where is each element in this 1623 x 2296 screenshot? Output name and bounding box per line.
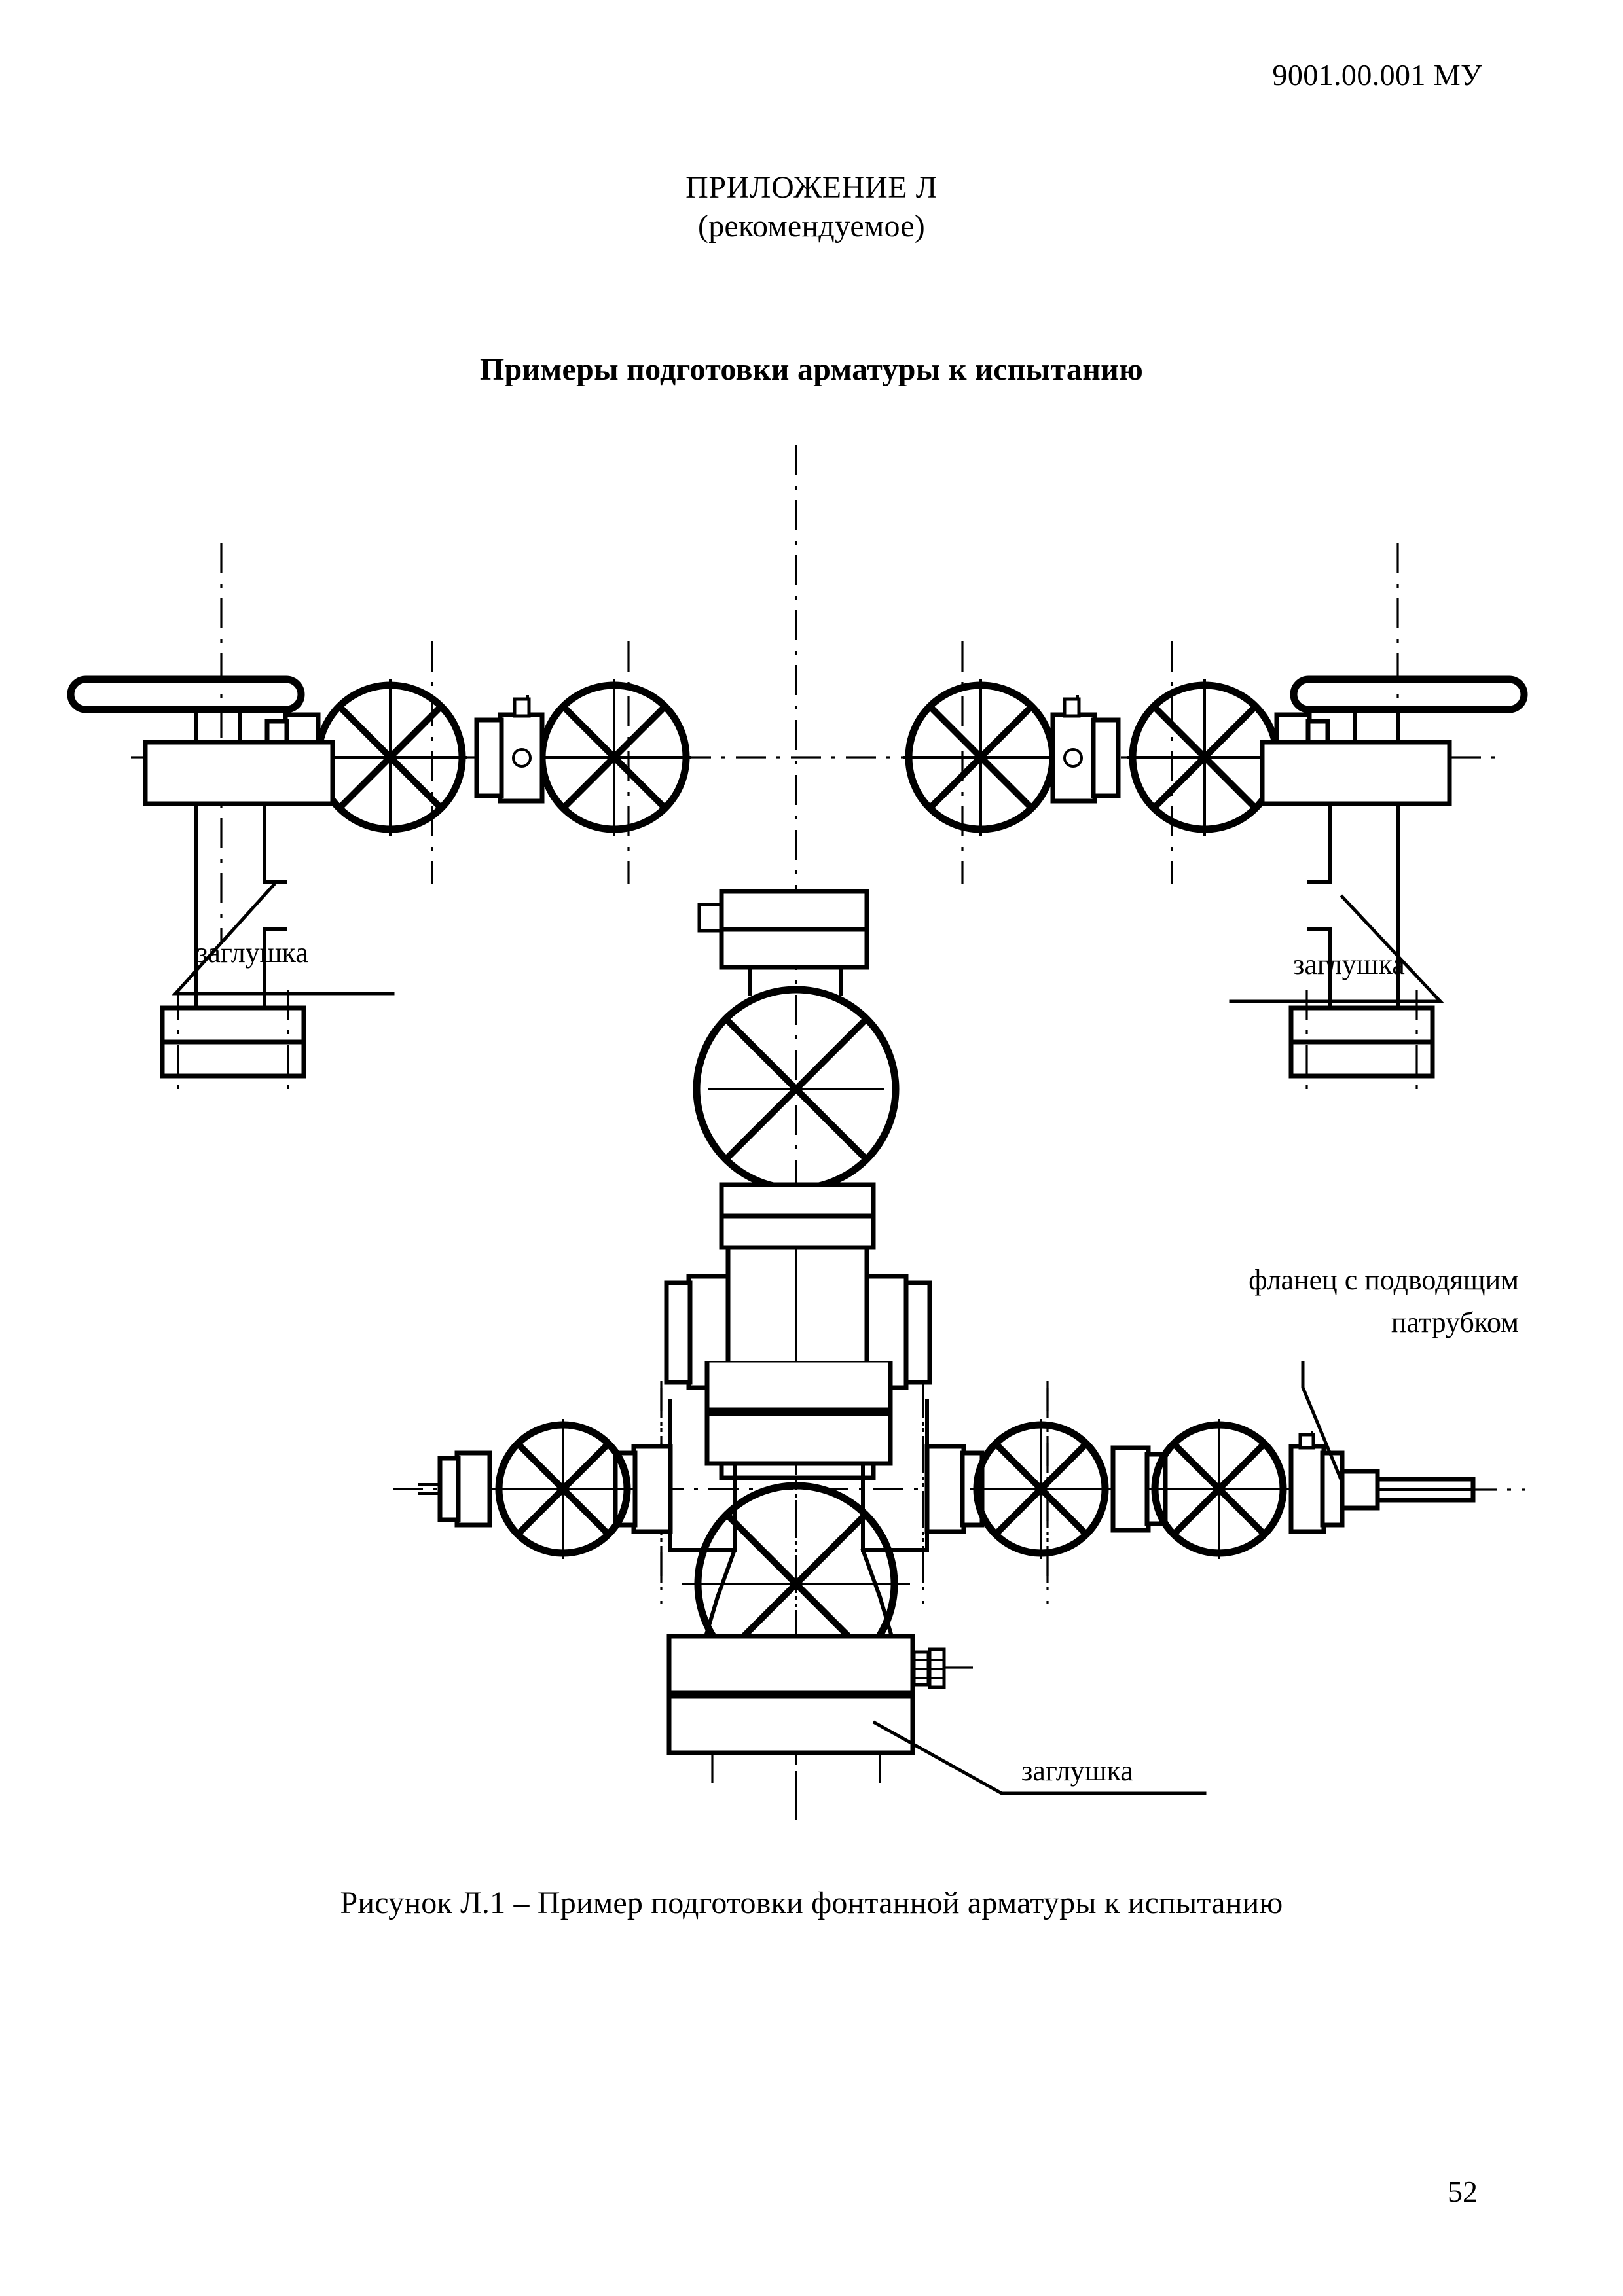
appendix-subtitle: (рекомендуемое)	[698, 208, 925, 243]
lower-right-branch	[924, 1419, 1525, 1559]
appendix-heading-block: ПРИЛОЖЕНИЕ Л (рекомендуемое)	[0, 169, 1623, 245]
page-number: 52	[1448, 2175, 1478, 2208]
annotation-label-left-blank-flange: заглушка	[196, 937, 308, 969]
annotation-inlet-flange	[1301, 1361, 1343, 1482]
wellhead-adapter-stack	[704, 1361, 893, 1466]
annotation-label-inlet-flange-line1: фланец с подводящим	[1249, 1264, 1519, 1296]
annotation-bottom-blank-flange: заглушка	[872, 1720, 1207, 1795]
flange-bolt-detail	[912, 1647, 982, 1689]
figure-caption: Рисунок Л.1 – Пример подготовки фонтанно…	[340, 1886, 1283, 1920]
document-header-code: 9001.00.001 МУ	[1272, 58, 1482, 92]
bottom-blank-flange-assembly	[666, 1594, 982, 1755]
right-arm-assembly	[903, 679, 1330, 836]
figure-lower-section: заглушка	[0, 1361, 1623, 1859]
lower-left-branch	[393, 1419, 673, 1559]
section-title: Примеры подготовки арматуры к испытанию	[479, 352, 1144, 387]
top-valve-assembly	[693, 889, 900, 1250]
annotation-label-inlet-flange-line2: патрубком	[1391, 1306, 1519, 1338]
appendix-title: ПРИЛОЖЕНИЕ Л	[685, 170, 938, 205]
annotation-label-right-blank-flange: заглушка	[1293, 948, 1405, 980]
annotation-label-bottom-blank-flange: заглушка	[1021, 1755, 1133, 1787]
